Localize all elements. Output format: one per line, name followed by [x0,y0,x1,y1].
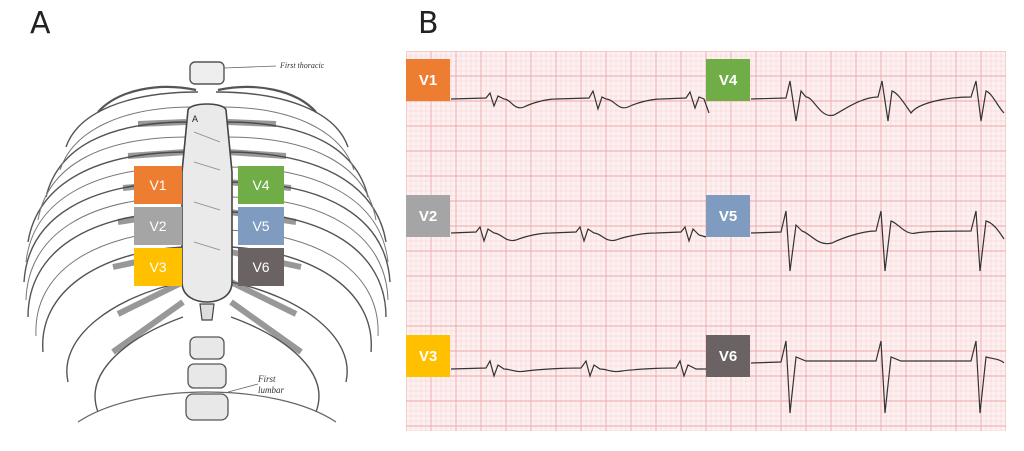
spine [185,336,229,421]
sternal-mark: A [192,114,198,124]
lead-box-v5-position: V5 [238,207,284,245]
lead-box-v4-position: V4 [238,166,284,204]
left-clavicle [97,85,197,113]
ecg-trace-v1 [450,89,710,114]
lead-box-v1-position: V1 [134,166,182,204]
lead-label-v6: V6 [706,335,750,377]
right-clavicle [217,85,317,113]
first-thoracic-vertebra [189,61,225,85]
ecg-strip: V1 V2 V3 V4 V5 V6 [405,50,1007,432]
panel-a-letter: A [30,6,51,41]
lead-box-v2-position: V2 [134,207,182,245]
xiphoid [199,303,215,321]
first-lumbar-label-2: lumbar [258,385,285,395]
ecg-trace-v3 [450,359,706,378]
ecg-trace-v6 [750,340,1005,414]
lead-box-v3-position: V3 [134,248,182,286]
lead-label-v3: V3 [406,335,450,377]
rib-cage-drawing: A First thoracic First lumbar [23,61,391,423]
ecg-trace-v5 [750,210,1005,272]
first-thoracic-label: First thoracic [279,61,325,70]
first-lumbar-label-1: First [257,374,276,384]
thorax-illustration: A First thoracic First lumbar V1 V2 V3 V… [18,52,396,434]
lead-box-v6-position: V6 [238,248,284,286]
panel-b-letter: B [418,6,439,41]
lead-label-v2: V2 [406,195,450,237]
ecg-trace-v4 [750,80,1005,122]
sternum [181,103,233,303]
lead-label-v4: V4 [706,59,750,101]
ecg-trace-v2 [450,225,707,244]
lead-label-v5: V5 [706,195,750,237]
lead-label-v1: V1 [406,59,450,101]
